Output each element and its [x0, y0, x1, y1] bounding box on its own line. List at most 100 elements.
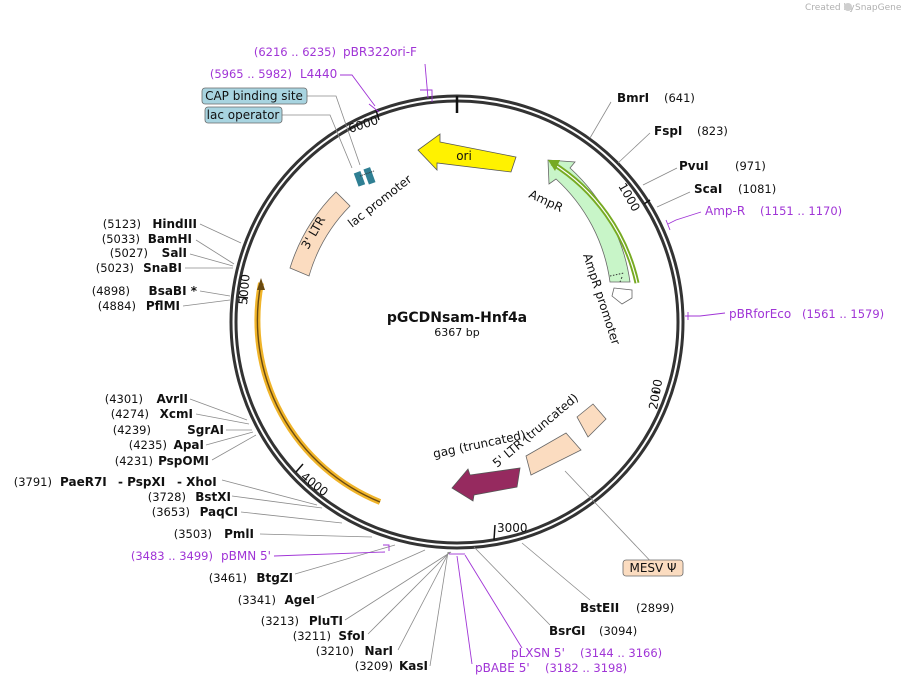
- enzyme-paqci-pos: (3653): [152, 505, 190, 519]
- primer-pbr322ori[interactable]: pBR322ori-F: [343, 45, 417, 59]
- leader-btgzi: [294, 544, 396, 575]
- enzyme-pmli-pos: (3503): [174, 527, 212, 541]
- lac-operator-box[interactable]: [204, 106, 283, 124]
- leader-pmli: [259, 533, 373, 538]
- primer-ampr[interactable]: Amp-R: [705, 204, 745, 218]
- enzyme-bamhi-pos: (5033): [102, 232, 140, 246]
- leader-apai: [205, 431, 254, 446]
- enzyme-bsabi[interactable]: BsaBI *: [149, 284, 198, 298]
- snapgene-logo-icon: [844, 3, 852, 11]
- enzyme-xhoi[interactable]: - XhoI: [177, 475, 217, 489]
- primer-plxsn-pos: (3144 .. 3166): [580, 646, 662, 660]
- ori-feature[interactable]: [417, 133, 517, 173]
- enzyme-bsrgi[interactable]: BsrGI: [549, 624, 586, 638]
- ampr-feature[interactable]: [547, 159, 631, 283]
- enzyme-bmri[interactable]: BmrI: [617, 91, 649, 105]
- gag-feature[interactable]: [451, 467, 521, 502]
- primer-l4440-pos: (5965 .. 5982): [210, 67, 292, 81]
- plasmid-name: pGCDNsam-Hnf4a: [387, 310, 527, 326]
- leader-bsrgi: [473, 546, 551, 626]
- mesv-box[interactable]: [622, 559, 684, 577]
- leader-sfoi: [367, 551, 451, 635]
- orf-arrowhead: [257, 278, 265, 290]
- enzyme-fspi[interactable]: FspI: [654, 124, 682, 138]
- enzyme-apai[interactable]: ApaI: [174, 438, 204, 452]
- enzyme-bstxi[interactable]: BstXI: [195, 490, 231, 504]
- ampr-promoter-feature[interactable]: [611, 287, 633, 305]
- enzyme-pluti[interactable]: PluTI: [309, 614, 343, 628]
- leader-l4440: [340, 74, 376, 107]
- primer-l4440-mark: [368, 103, 380, 113]
- primer-pbrforeco-pos: (1561 .. 1579): [802, 307, 884, 321]
- enzyme-pspomi[interactable]: PspOMI: [158, 454, 209, 468]
- enzyme-hindiii-pos: (5123): [103, 217, 141, 231]
- enzyme-bsteii[interactable]: BstEII: [580, 601, 619, 615]
- leader-pbr322ori: [424, 63, 429, 99]
- enzyme-scai[interactable]: ScaI: [694, 182, 722, 196]
- ori-label: ori: [456, 149, 472, 163]
- tick-label-3000: 3000: [497, 521, 528, 535]
- enzyme-kasi[interactable]: KasI: [399, 659, 428, 673]
- tick-label-2000: 2000: [646, 378, 665, 411]
- primer-pbabe-pos: (3182 .. 3198): [545, 661, 627, 675]
- ltr3-feature[interactable]: [289, 191, 351, 277]
- leader-cap: [307, 95, 361, 166]
- enzyme-pmli[interactable]: PmlI: [224, 527, 254, 541]
- leader-kasi: [429, 551, 449, 667]
- enzyme-pflmi[interactable]: PflMI: [146, 299, 180, 313]
- enzyme-paqci[interactable]: PaqCI: [200, 505, 238, 519]
- leader-pbabe: [456, 555, 473, 665]
- enzyme-sfoi-pos: (3211): [293, 629, 331, 643]
- tick-mark-6000: [375, 109, 380, 121]
- leader-pspomi: [211, 434, 257, 461]
- enzyme-snabi[interactable]: SnaBI: [143, 261, 182, 275]
- enzyme-bsabi-pos: (4898): [92, 284, 130, 298]
- leader-bmri: [589, 101, 612, 139]
- enzyme-bamhi[interactable]: BamHI: [148, 232, 192, 246]
- primer-pbmn[interactable]: pBMN 5': [221, 549, 271, 563]
- cap-site-feature[interactable]: [353, 171, 366, 187]
- leader-pbmn: [273, 551, 386, 557]
- enzyme-paer7i[interactable]: PaeR7I: [60, 475, 107, 489]
- enzyme-avrii[interactable]: AvrII: [156, 392, 188, 406]
- primer-plxsn[interactable]: pLXSN 5': [511, 646, 565, 660]
- ltr5-feature-b[interactable]: [576, 403, 607, 438]
- leader-avrii: [189, 398, 248, 421]
- tick-mark-5000: [237, 296, 249, 299]
- enzyme-btgzi[interactable]: BtgZI: [256, 571, 293, 585]
- primer-pbrforeco[interactable]: pBRforEco: [729, 307, 791, 321]
- tick-label-5000: 5000: [236, 274, 253, 306]
- enzyme-hindiii[interactable]: HindIII: [152, 217, 197, 231]
- leader-bstxi: [231, 495, 323, 509]
- leader-bsabi: [199, 290, 231, 297]
- enzyme-agei[interactable]: AgeI: [285, 593, 315, 607]
- enzyme-sali[interactable]: SalI: [162, 246, 187, 260]
- enzyme-xcmi[interactable]: XcmI: [160, 407, 193, 421]
- tick-mark-4000: [295, 463, 304, 473]
- ampr-promoter-dash: [609, 272, 625, 277]
- lac-operator-feature[interactable]: [363, 167, 376, 185]
- enzyme-scai-pos: (1081): [738, 182, 776, 196]
- tick-mark-1000: [643, 199, 651, 205]
- primer-l4440[interactable]: L4440: [300, 67, 337, 81]
- enzyme-nari[interactable]: NarI: [364, 644, 393, 658]
- leader-xhoi: [221, 479, 318, 506]
- enzyme-btgzi-pos: (3461): [209, 571, 247, 585]
- primer-pbabe[interactable]: pBABE 5': [475, 661, 530, 675]
- tick-label-6000: 6000: [347, 113, 380, 136]
- ltr5-feature-a[interactable]: [525, 432, 582, 476]
- leader-scai: [656, 191, 691, 208]
- cap-binding-box[interactable]: [201, 87, 308, 105]
- orf-arc-outline: [254, 282, 382, 505]
- leader-paqci: [240, 511, 343, 524]
- primer-pbr322ori-pos: (6216 .. 6235): [254, 45, 336, 59]
- lac-promoter-feature: [359, 170, 375, 177]
- enzyme-pspxi[interactable]: - PspXI: [118, 475, 165, 489]
- enzyme-pvui[interactable]: PvuI: [679, 159, 709, 173]
- primer-pbr322ori-mark: [420, 89, 433, 102]
- ampr-dash: [619, 276, 623, 283]
- enzyme-sgrai[interactable]: SgrAI: [187, 423, 224, 437]
- enzyme-sfoi[interactable]: SfoI: [338, 629, 365, 643]
- tick-mark-3000: [493, 524, 496, 541]
